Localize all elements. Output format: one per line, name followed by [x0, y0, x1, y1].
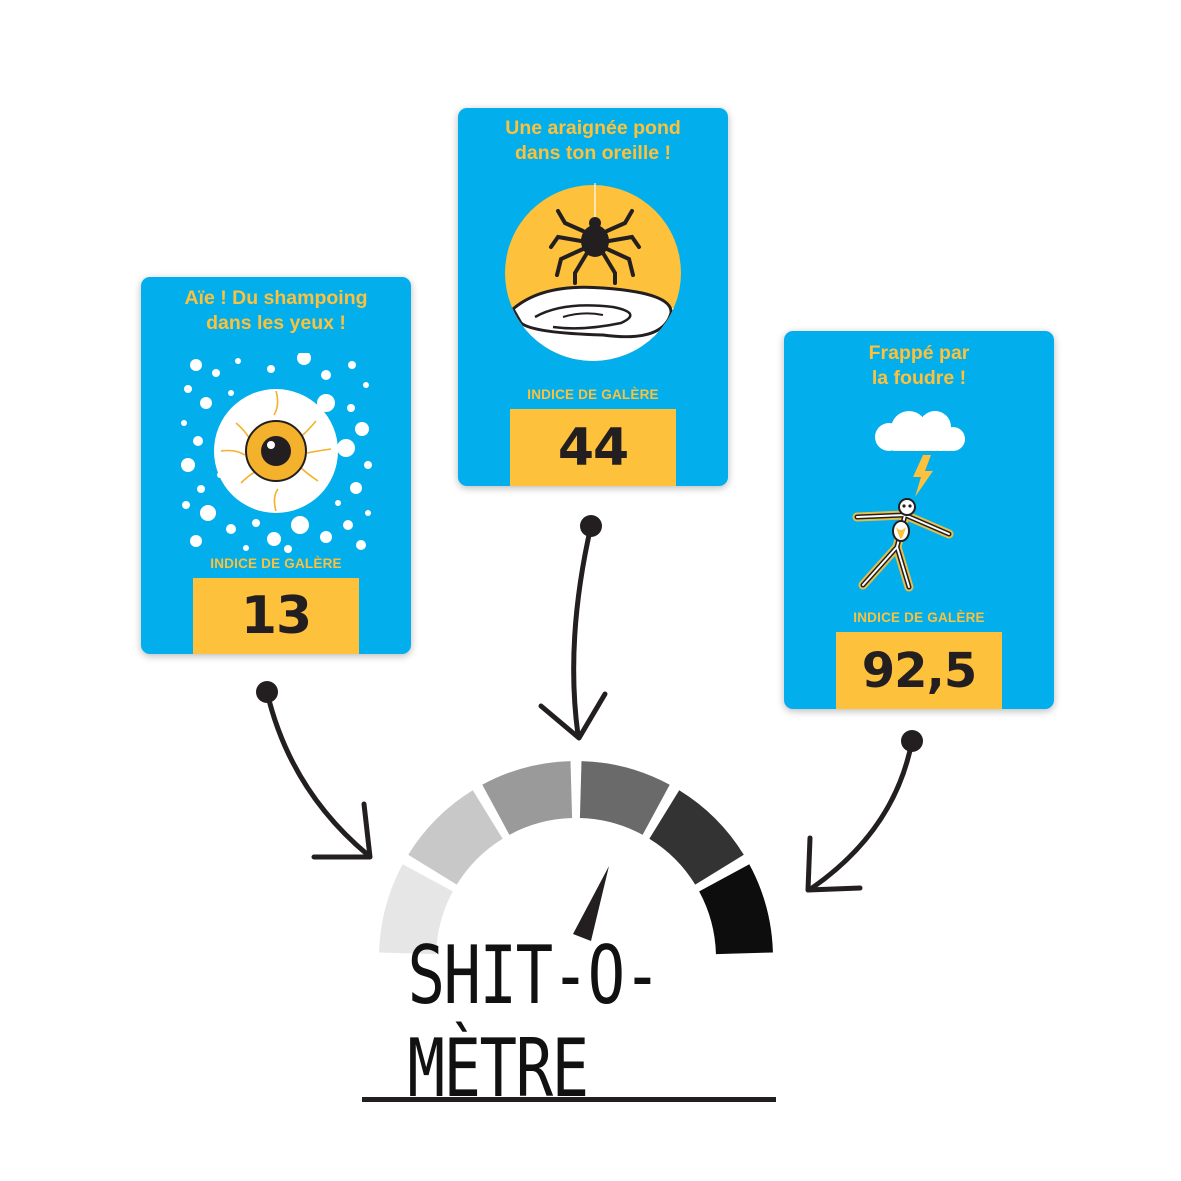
gauge-segments	[379, 761, 773, 955]
arrow-from-card-shampoo	[256, 681, 373, 860]
card-title: Une araignée pond dans ton oreille !	[505, 117, 681, 164]
gauge-segment-3	[482, 761, 573, 835]
galere-label: INDICE DE GALÈRE	[853, 610, 985, 625]
gauge-segment-4	[579, 761, 670, 835]
eyeball-bubbles-icon	[181, 353, 372, 553]
card-shampoo[interactable]: Aïe ! Du shampoing dans les yeux !	[141, 277, 411, 654]
spider-ear-icon	[505, 183, 681, 361]
lightning-skeleton-icon	[852, 411, 965, 592]
card-spider[interactable]: Une araignée pond dans ton oreille ! IND…	[458, 108, 728, 486]
gauge-segment-2	[408, 790, 503, 885]
galere-label: INDICE DE GALÈRE	[210, 556, 342, 571]
card-title: Aïe ! Du shampoing dans les yeux !	[184, 287, 368, 334]
gauge-segment-6	[699, 864, 773, 955]
gauge-segment-1	[379, 864, 453, 955]
gauge-segment-5	[649, 790, 744, 885]
card-title: Frappé par la foudre !	[868, 342, 970, 389]
card-lightning[interactable]: Frappé par la foudre !	[784, 331, 1054, 709]
galere-score: 13	[193, 578, 359, 654]
galere-label: INDICE DE GALÈRE	[527, 387, 659, 402]
arrow-from-card-lightning	[805, 730, 923, 893]
gauge-needle	[573, 866, 609, 941]
shit-o-metre-logo: SHIT-O-MÈTRE	[407, 929, 662, 1115]
arrow-from-card-spider	[538, 515, 608, 741]
galere-score: 44	[510, 409, 676, 486]
logo-underline	[362, 1097, 776, 1102]
galere-score: 92,5	[836, 632, 1002, 709]
